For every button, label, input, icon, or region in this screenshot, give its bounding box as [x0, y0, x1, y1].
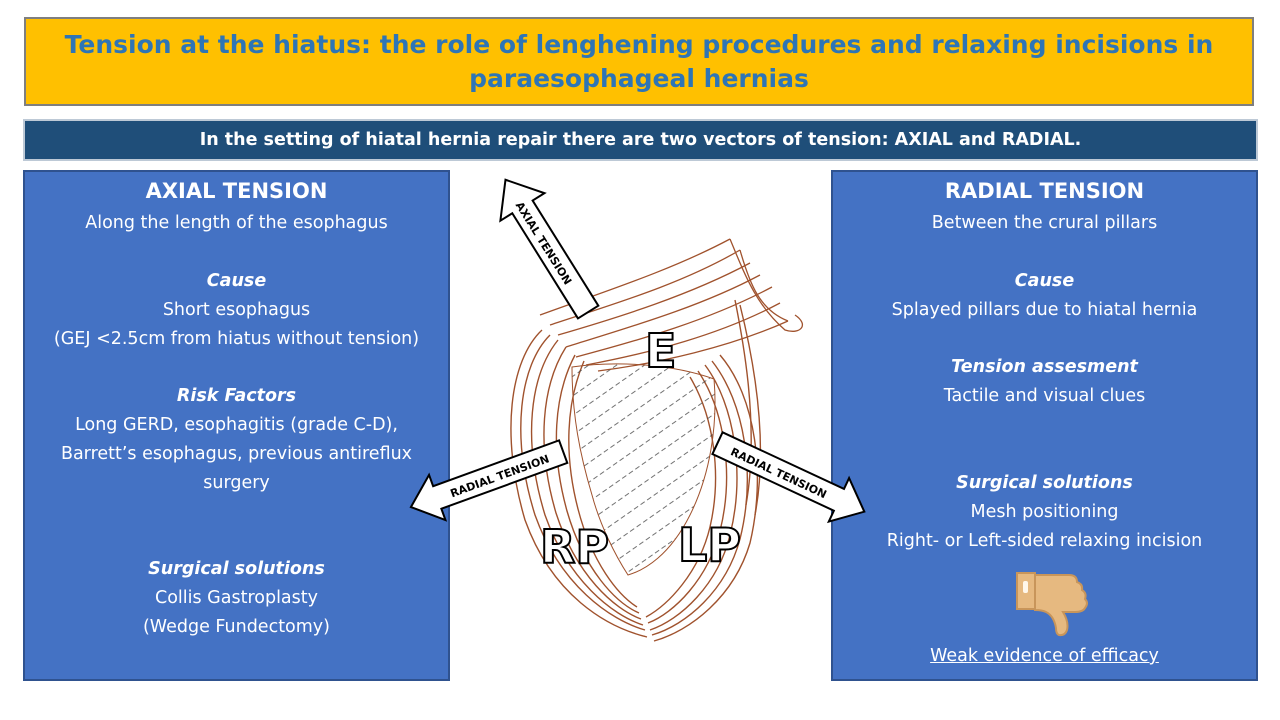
axial-arrow-label: AXIAL TENSION [513, 199, 574, 287]
label-left-pillar: LP [678, 518, 741, 572]
axial-tension-arrow: AXIAL TENSION [499, 178, 600, 320]
radial-arrow-right-label: RADIAL TENSION [728, 445, 828, 501]
axial-solution-1: Collis Gastroplasty [154, 588, 318, 608]
title-line-1: Tension at the hiatus: the role of lengh… [64, 29, 1214, 59]
axial-risk-line-3: surgery [203, 473, 270, 493]
axial-description: Along the length of the esophagus [85, 213, 388, 233]
radial-tension-arrow-left: RADIAL TENSION [409, 439, 569, 522]
label-esophagus: E [645, 324, 676, 378]
label-right-pillar: RP [540, 520, 609, 574]
radial-solution-2: Right- or Left-sided relaxing incision [886, 531, 1203, 551]
axial-risk-label: Risk Factors [176, 386, 297, 406]
radial-tension-panel: RADIAL TENSION Between the crural pillar… [831, 170, 1258, 681]
radial-solution-1: Mesh positioning [970, 502, 1119, 522]
radial-description: Between the crural pillars [931, 213, 1158, 233]
axial-cause-line-1: Short esophagus [162, 300, 311, 320]
axial-cause-label: Cause [206, 271, 267, 291]
axial-risk-line-2: Barrett’s esophagus, previous antireflux [60, 444, 413, 464]
radial-evidence-text: Weak evidence of efficacy [930, 646, 1159, 666]
esophagus [539, 238, 804, 372]
axial-heading: AXIAL TENSION [145, 179, 328, 203]
radial-assessment-line-1: Tactile and visual clues [943, 386, 1146, 406]
subtitle-text: In the setting of hiatal hernia repair t… [199, 130, 1082, 150]
title-banner: Tension at the hiatus: the role of lengh… [24, 17, 1254, 106]
title-line-2: paraesophageal hernias [469, 63, 809, 93]
axial-tension-panel: AXIAL TENSION Along the length of the es… [23, 170, 450, 681]
radial-tension-arrow-right: RADIAL TENSION [711, 430, 866, 524]
axial-cause-line-2: (GEJ <2.5cm from hiatus without tension) [53, 329, 420, 349]
axial-solutions-label: Surgical solutions [148, 559, 325, 579]
radial-cause-line-1: Splayed pillars due to hiatal hernia [891, 300, 1198, 320]
radial-heading: RADIAL TENSION [944, 179, 1145, 203]
hiatus-opening [571, 363, 716, 576]
radial-solutions-label: Surgical solutions [956, 473, 1133, 493]
axial-solution-2: (Wedge Fundectomy) [142, 617, 330, 637]
thumbs-down-icon [1016, 572, 1088, 637]
hiatus-diagram: E RP LP AXIAL TENSION RADIAL TENSION RAD… [409, 178, 866, 642]
subtitle-banner: In the setting of hiatal hernia repair t… [23, 119, 1258, 161]
radial-cause-label: Cause [1014, 271, 1075, 291]
axial-risk-line-1: Long GERD, esophagitis (grade C-D), [75, 415, 398, 435]
radial-assessment-label: Tension assesment [951, 357, 1138, 377]
